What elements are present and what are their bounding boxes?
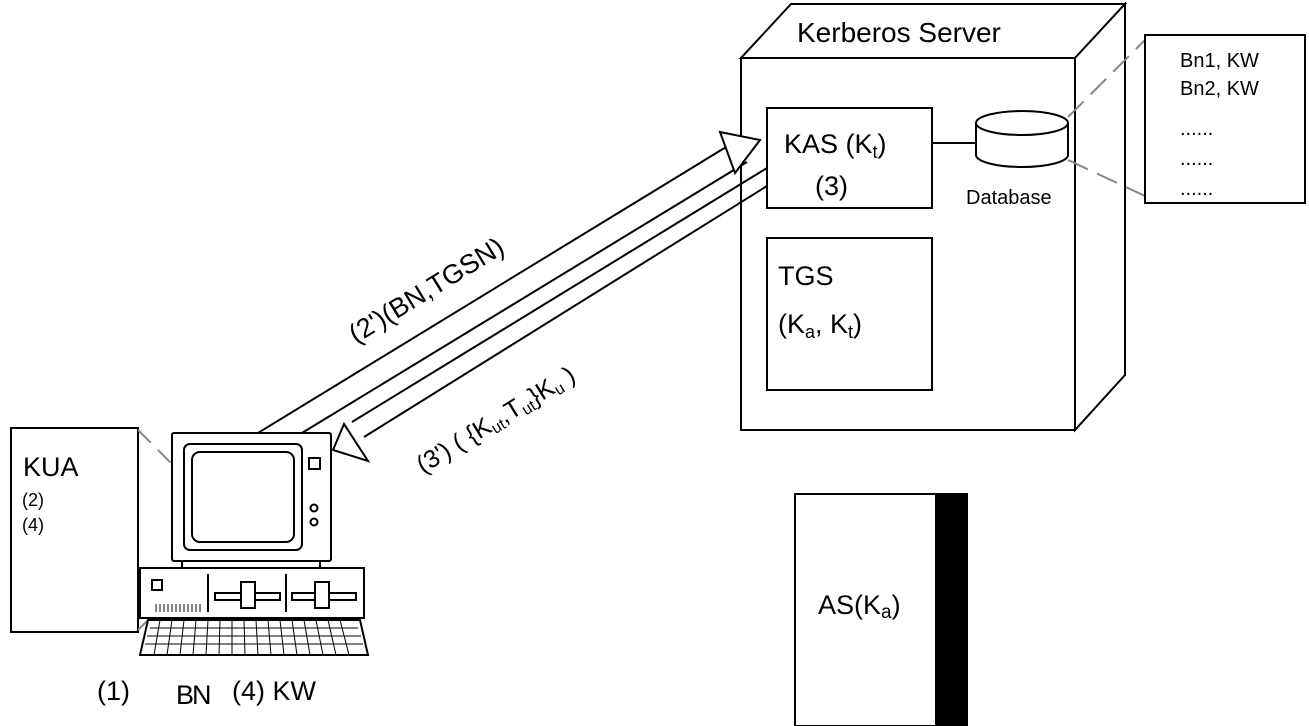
tgs-label: TGS: [778, 261, 834, 291]
record-line: Bn1, KW: [1180, 50, 1259, 72]
bn-label: BN: [176, 680, 210, 710]
kua-step: (4): [22, 515, 44, 535]
computer-icon: [140, 433, 368, 655]
server-title: Kerberos Server: [797, 17, 1001, 48]
record-line: ......: [1180, 178, 1213, 200]
step1-label: (1): [97, 676, 130, 706]
request-arrow: [253, 132, 760, 436]
kua-title: KUA: [23, 452, 79, 482]
record-line: ......: [1180, 148, 1213, 170]
request-label: (2')(BN,TGSN): [343, 231, 509, 349]
reply-label: (3') ( {Kut,Tut}Ku ): [412, 361, 582, 481]
kas-label: KAS (Kt): [784, 129, 887, 162]
kua-step: (2): [22, 490, 44, 510]
database-icon: [976, 111, 1068, 167]
record-line: Bn2, KW: [1180, 78, 1259, 100]
record-line: ......: [1180, 118, 1213, 140]
database-label: Database: [966, 187, 1052, 209]
kas-step: (3): [815, 171, 848, 201]
step4-kw-label: (4) KW: [232, 676, 317, 706]
